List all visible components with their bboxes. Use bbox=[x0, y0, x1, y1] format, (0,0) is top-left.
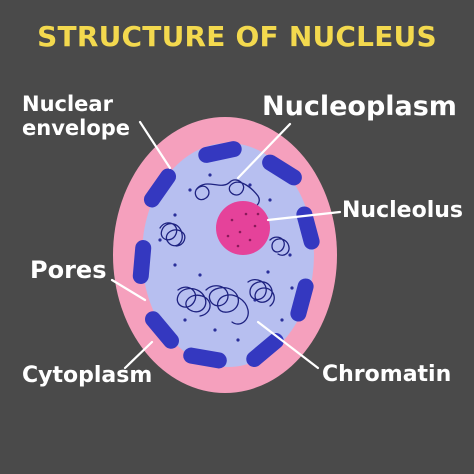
chromatin-strand bbox=[194, 179, 260, 208]
dot bbox=[226, 234, 230, 238]
dot bbox=[266, 270, 270, 274]
envelope-segment bbox=[246, 333, 284, 367]
dot bbox=[238, 230, 242, 234]
chromatin-strand bbox=[159, 222, 186, 247]
envelope-segment bbox=[198, 141, 242, 163]
label-nucleolus: Nucleolus bbox=[342, 198, 463, 223]
dot bbox=[188, 188, 192, 192]
chromatin-strand bbox=[269, 236, 290, 256]
dot bbox=[208, 173, 212, 177]
dot bbox=[288, 253, 292, 257]
label-nuclear-envelope-line1: Nuclear bbox=[22, 92, 113, 116]
dot bbox=[230, 218, 234, 222]
nucleolus-dots bbox=[226, 212, 260, 248]
dot bbox=[183, 318, 187, 322]
label-chromatin: Chromatin bbox=[322, 362, 452, 387]
diagram-title: STRUCTURE OF NUCLEUS bbox=[37, 20, 437, 53]
dot bbox=[198, 273, 202, 277]
label-pores: Pores bbox=[30, 256, 107, 284]
dot bbox=[236, 338, 240, 342]
dot bbox=[248, 183, 252, 187]
nucleolus-pointer bbox=[266, 210, 342, 222]
envelope-segment bbox=[183, 347, 227, 369]
label-nuclear-envelope: Nuclear envelope bbox=[22, 92, 130, 140]
chromatin-strand bbox=[247, 278, 275, 307]
label-cytoplasm: Cytoplasm bbox=[22, 363, 153, 388]
chromatin-strand bbox=[176, 286, 211, 317]
envelope-segment bbox=[143, 168, 177, 208]
nuclear-envelope bbox=[132, 141, 320, 369]
leader-lines bbox=[110, 120, 342, 370]
dot bbox=[236, 244, 240, 248]
chromatin-strand bbox=[205, 285, 249, 325]
dot bbox=[213, 328, 217, 332]
nuclear-envelope-pointer bbox=[138, 120, 172, 170]
dot bbox=[253, 224, 257, 228]
dot bbox=[280, 318, 284, 322]
dot bbox=[173, 263, 177, 267]
nucleoplasm-pointer bbox=[236, 122, 292, 180]
dot bbox=[248, 238, 252, 242]
envelope-segment bbox=[145, 311, 179, 349]
chromatin-pointer bbox=[256, 320, 320, 370]
chromatin-strands bbox=[159, 179, 290, 325]
pores-pointer bbox=[110, 278, 147, 302]
envelope-segment bbox=[132, 240, 152, 284]
dot bbox=[268, 198, 272, 202]
label-nuclear-envelope-line2: envelope bbox=[22, 116, 131, 141]
dot bbox=[173, 213, 177, 217]
label-nucleoplasm: Nucleoplasm bbox=[262, 91, 457, 122]
dot bbox=[256, 212, 260, 216]
dot bbox=[158, 238, 162, 242]
envelope-segment bbox=[290, 278, 314, 322]
nucleolus bbox=[216, 201, 270, 255]
dot bbox=[244, 212, 248, 216]
dot bbox=[290, 286, 294, 290]
cytoplasm-pointer bbox=[123, 340, 154, 370]
envelope-segment bbox=[262, 154, 302, 186]
nucleoplasm-dots bbox=[158, 173, 294, 342]
